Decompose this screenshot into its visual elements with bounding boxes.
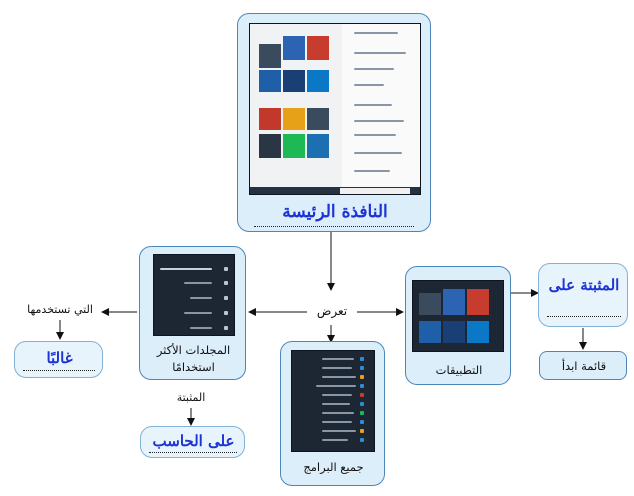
all-programs-box: جميع البرامج bbox=[280, 341, 385, 486]
frequent-folders-label-2: استخدامًا bbox=[172, 360, 215, 374]
main-window-title-underline bbox=[254, 226, 414, 227]
frequent-folders-label-1: المجلدات الأكثر bbox=[156, 343, 231, 357]
main-window-box: النافذة الرئيسة bbox=[237, 13, 431, 232]
all-programs-label: جميع البرامج bbox=[303, 460, 364, 474]
pinned-pc-underline bbox=[149, 452, 237, 453]
frequent-folders-screenshot bbox=[153, 254, 235, 336]
start-menu-screenshot bbox=[249, 23, 421, 195]
pinned-pc-title: على الحاسب bbox=[152, 432, 235, 450]
used-often-box: غالبًا bbox=[14, 341, 103, 378]
start-menu-caption-box: قائمة ابدأ bbox=[539, 351, 627, 380]
apps-box: التطبيقات bbox=[405, 266, 511, 385]
pinned-start-box: المثبتة على bbox=[538, 263, 628, 327]
all-programs-screenshot bbox=[291, 350, 375, 452]
pinned-pc-box: على الحاسب bbox=[140, 426, 245, 458]
pinned-start-title: المثبتة على bbox=[548, 276, 620, 294]
used-often-title: غالبًا bbox=[46, 349, 73, 367]
used-often-underline bbox=[23, 370, 95, 371]
start-menu-caption: قائمة ابدأ bbox=[561, 359, 607, 373]
frequent-folders-box: المجلدات الأكثر استخدامًا bbox=[139, 246, 246, 380]
used-often-caption: التي تستخدمها bbox=[27, 303, 93, 316]
pinned-start-underline bbox=[547, 316, 621, 317]
main-window-title: النافذة الرئيسة bbox=[282, 202, 388, 222]
pinned-pc-caption: المثبتة bbox=[176, 391, 206, 404]
center-label: تعرض bbox=[316, 304, 348, 318]
apps-screenshot bbox=[412, 280, 504, 352]
apps-label: التطبيقات bbox=[435, 363, 483, 377]
